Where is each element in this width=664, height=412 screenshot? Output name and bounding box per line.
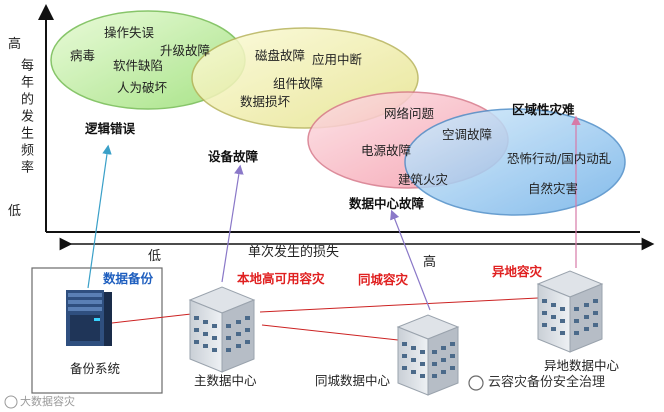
problem-network-issue: 网络问题	[384, 106, 435, 121]
local-ha-arrow	[221, 164, 244, 283]
label-backup-system: 备份系统	[70, 361, 121, 376]
x-axis-high-label: 高	[423, 255, 437, 270]
strategy-remote: 异地容灾	[492, 264, 543, 279]
problem-upgrade-failure: 升级故障	[160, 43, 211, 58]
watermark-right: 云容灾备份安全治理	[488, 375, 606, 390]
category-logic-error: 逻辑错误	[85, 121, 136, 136]
main-to-remote-link	[259, 297, 539, 313]
strategy-local-ha: 本地高可用容灾	[237, 271, 325, 286]
server-icon	[66, 290, 112, 346]
category-equipment-failure: 设备故障	[208, 149, 259, 164]
same-city-dc-building-icon	[396, 314, 460, 396]
regional-disaster-ellipse	[404, 108, 626, 216]
problem-data-corruption: 数据损坏	[240, 94, 291, 109]
problem-natural-disaster: 自然灾害	[528, 181, 579, 196]
backup-to-main-link	[111, 312, 201, 324]
x-axis-low-label: 低	[148, 249, 162, 264]
watermark-logo-icon	[4, 395, 18, 409]
problem-app-interruption: 应用中断	[312, 52, 363, 67]
problem-disk-failure: 磁盘故障	[255, 48, 306, 63]
problem-ac-failure: 空调故障	[442, 127, 493, 142]
x-axis-title: 单次发生的损失	[246, 245, 342, 260]
watermark-left: 大数据容灾	[20, 395, 75, 408]
problem-power-failure: 电源故障	[361, 143, 412, 158]
backup-arrow	[87, 144, 112, 289]
strategy-same-city: 同城容灾	[358, 272, 409, 287]
problem-component-failure: 组件故障	[273, 76, 324, 91]
strategy-data-backup: 数据备份	[103, 271, 154, 286]
problem-terrorism-unrest: 恐怖行动/国内动乱	[507, 151, 612, 166]
wechat-logo-icon	[468, 375, 484, 391]
label-same-city-dc: 同城数据中心	[315, 373, 391, 388]
main-dc-building-icon	[188, 286, 256, 373]
y-axis-low-label: 低	[8, 204, 22, 219]
problem-sabotage: 人为破坏	[117, 80, 168, 95]
main-to-samecity-link	[261, 324, 399, 341]
category-datacenter-failure: 数据中心故障	[349, 196, 425, 211]
problem-virus: 病毒	[70, 48, 96, 63]
problem-building-fire: 建筑火灾	[398, 172, 449, 187]
y-axis-title: 每年的发生频率	[18, 58, 33, 177]
label-remote-dc: 异地数据中心	[544, 358, 620, 373]
label-main-dc: 主数据中心	[194, 373, 257, 388]
remote-dc-building-icon	[536, 270, 604, 353]
problem-operation-error: 操作失误	[104, 25, 155, 40]
category-regional-disaster: 区域性灾难	[512, 102, 575, 117]
problem-software-defect: 软件缺陷	[113, 58, 164, 73]
same-city-arrow	[390, 209, 431, 311]
y-axis-high-label: 高	[8, 37, 22, 52]
